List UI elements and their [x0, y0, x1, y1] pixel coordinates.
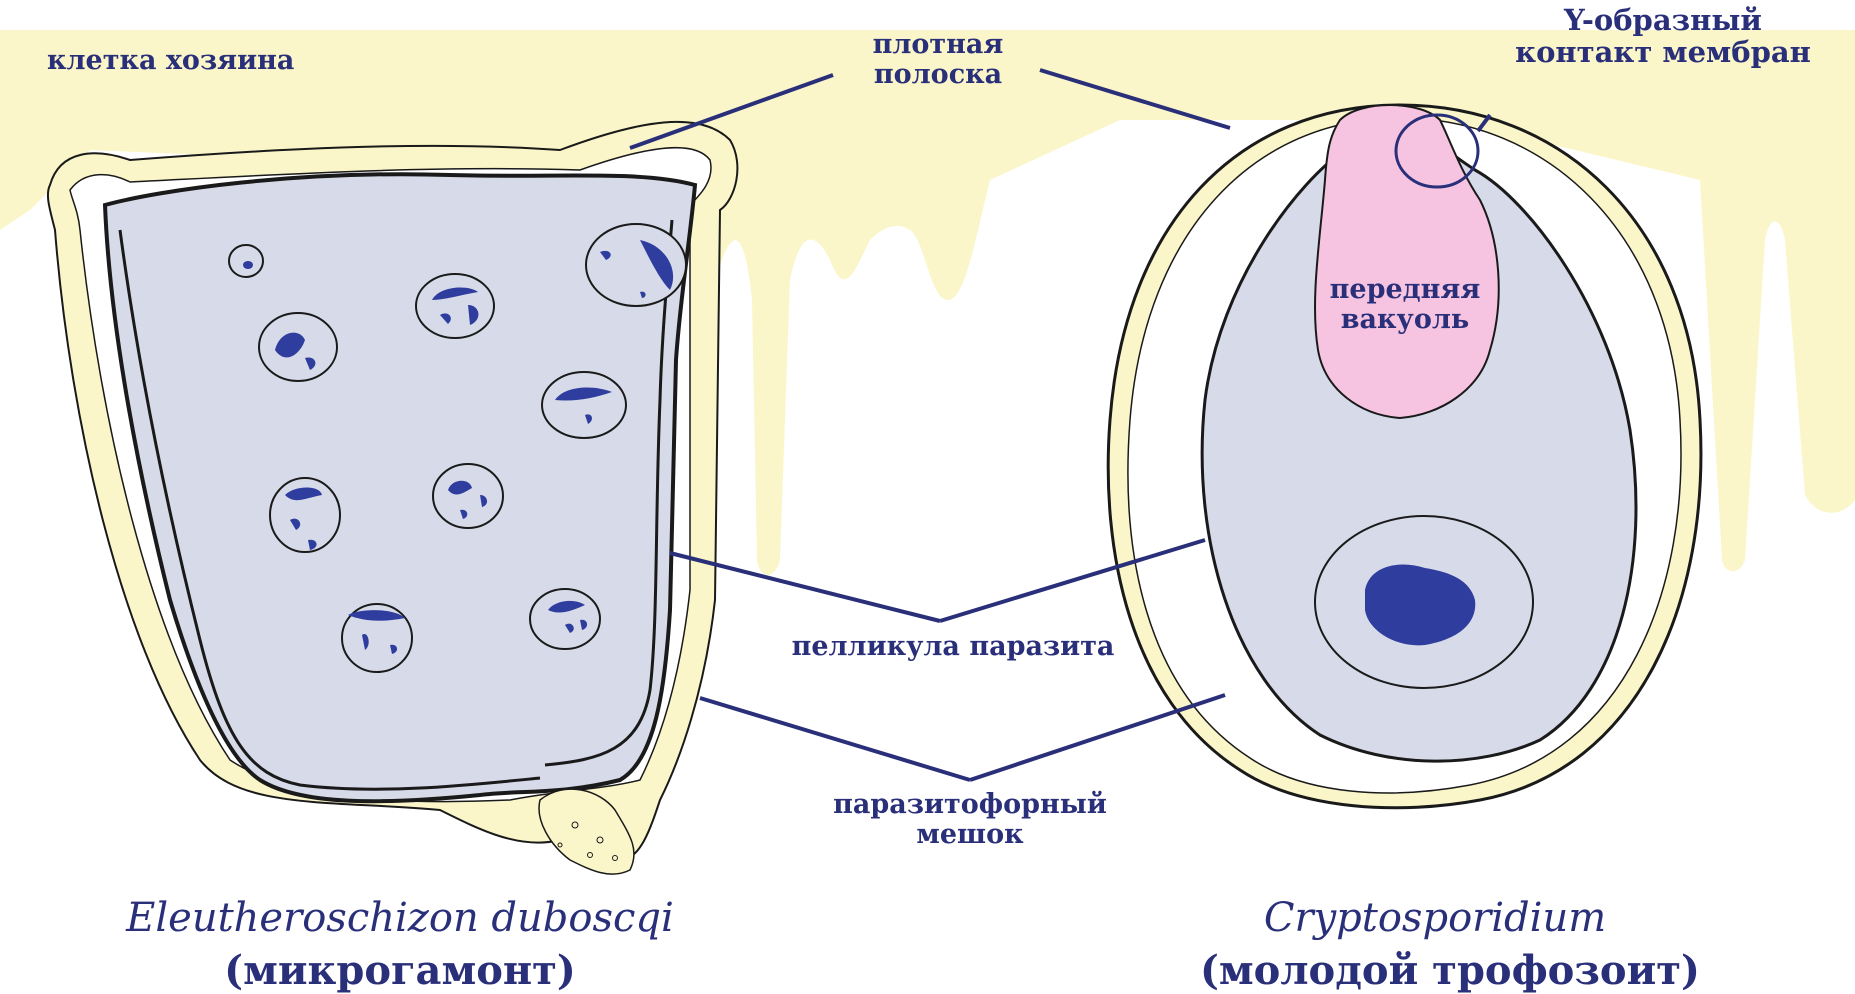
pellicle-text: пелликула паразита	[792, 631, 1115, 662]
y-contact-line2: контакт мембран	[1488, 36, 1838, 68]
right-caption: Cryptosporidium (молодой трофозоит)	[1200, 895, 1670, 994]
nucleus	[433, 464, 503, 528]
pv-line1: паразитофорный	[790, 790, 1150, 820]
nucleus	[530, 589, 600, 649]
pv-line2: мешок	[790, 820, 1150, 850]
parasitophorous-sac-label: паразитофорный мешок	[790, 790, 1150, 850]
host-cell-text: клетка хозяина	[47, 45, 294, 76]
dense-band-line1: плотная	[848, 30, 1028, 60]
anterior-vacuole-line2: вакуоль	[1315, 305, 1495, 335]
dense-band-label: плотная полоска	[848, 30, 1028, 90]
dense-band-line2: полоска	[848, 60, 1028, 90]
right-stage-name: (молодой трофозоит)	[1200, 947, 1670, 994]
right-species-name: Cryptosporidium	[1200, 895, 1670, 941]
nucleus	[342, 604, 412, 672]
anterior-vacuole-label: передняя вакуоль	[1315, 275, 1495, 335]
y-contact-label: Y-образный контакт мембран	[1488, 4, 1838, 69]
nucleus	[259, 313, 337, 381]
left-stage-name: (микрогамонт)	[90, 947, 710, 994]
left-caption: Eleutheroschizon duboscqi (микрогамонт)	[90, 895, 710, 994]
host-cell-label: клетка хозяина	[47, 46, 294, 76]
nucleus	[542, 372, 626, 438]
anterior-vacuole-line1: передняя	[1315, 275, 1495, 305]
pointer-sac-right	[970, 695, 1225, 780]
left-species-name: Eleutheroschizon duboscqi	[90, 895, 710, 941]
pointer-sac-left	[700, 698, 970, 780]
nucleus	[416, 274, 494, 338]
nucleus	[229, 245, 263, 277]
pellicle-label: пелликула паразита	[758, 632, 1148, 662]
y-contact-line1: Y-образный	[1488, 4, 1838, 36]
nucleus	[270, 478, 340, 552]
nucleus	[586, 224, 686, 306]
